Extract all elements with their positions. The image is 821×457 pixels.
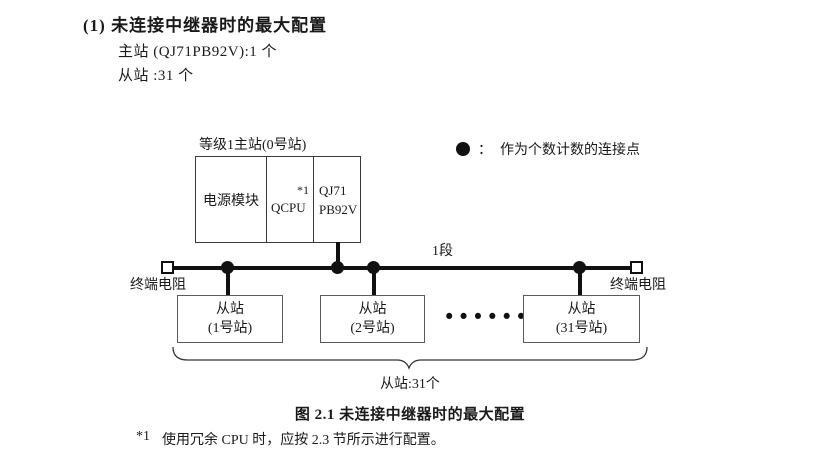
terminating-resistor-right-label: 终端电阻 [610, 278, 666, 293]
legend-colon: ： [478, 143, 492, 158]
slave2-drop-line [372, 268, 376, 296]
segment-label: 1段 [432, 244, 453, 259]
slave31-station: (31号站) [555, 321, 608, 336]
network-module-label-line2: PB92V [319, 201, 358, 217]
slave2-name: 从站 [358, 302, 387, 317]
network-module-label-line1: QJ71 [319, 182, 347, 198]
connection-point-dot [367, 261, 380, 274]
bus-line [167, 266, 637, 270]
connection-point-dot [331, 261, 344, 274]
cpu-footnote-ref: *1 [297, 183, 309, 197]
slave-station-box-2: 从站 (2号站) [320, 295, 425, 343]
slave-count-line: 从站 :31 个 [118, 68, 194, 84]
footnote: *1 使用冗余 CPU 时，应按 2.3 节所示进行配置。 [136, 429, 445, 449]
terminating-resistor-left-label: 终端电阻 [130, 278, 186, 293]
network-module-cell: QJ71 PB92V [313, 157, 360, 242]
slave-station-box-31: 从站 (31号站) [523, 295, 640, 343]
master-drop-line [336, 242, 340, 268]
terminating-resistor-left-icon [161, 261, 174, 274]
connection-point-dot [221, 261, 234, 274]
cpu-module-cell: *1 QCPU [266, 157, 313, 242]
legend-text: 作为个数计数的连接点 [500, 143, 640, 158]
slave1-station: (1号站) [207, 321, 253, 336]
brace-graphic [172, 346, 648, 370]
master-station-label: 等级1主站(0号站) [199, 138, 307, 153]
footnote-text: 使用冗余 CPU 时，应按 2.3 节所示进行配置。 [162, 433, 445, 448]
slave1-drop-line [226, 268, 230, 296]
slave-total-label: 从站:31个 [380, 377, 440, 392]
ellipsis-dots: •••••• [443, 305, 530, 329]
connection-point-icon [456, 142, 470, 156]
figure-caption: 图 2.1 未连接中继器时的最大配置 [294, 407, 526, 423]
slave31-name: 从站 [567, 302, 596, 317]
slave-station-box-1: 从站 (1号站) [177, 295, 283, 343]
slave2-station: (2号站) [350, 321, 395, 336]
power-module-cell: 电源模块 [196, 157, 266, 242]
master-count-line: 主站 (QJ71PB92V):1 个 [118, 44, 278, 60]
cpu-module-label: QCPU [271, 200, 306, 215]
legend: ： 作为个数计数的连接点 [456, 139, 640, 159]
section-heading: (1) 未连接中继器时的最大配置 [83, 16, 328, 35]
terminating-resistor-right-icon [630, 261, 643, 274]
slave1-name: 从站 [216, 302, 244, 317]
slave31-drop-line [578, 268, 582, 296]
footnote-marker: *1 [136, 429, 150, 444]
master-station-box: 电源模块 *1 QCPU QJ71 PB92V [195, 156, 361, 243]
connection-point-dot [573, 261, 586, 274]
power-module-label: 电源模块 [203, 193, 259, 209]
